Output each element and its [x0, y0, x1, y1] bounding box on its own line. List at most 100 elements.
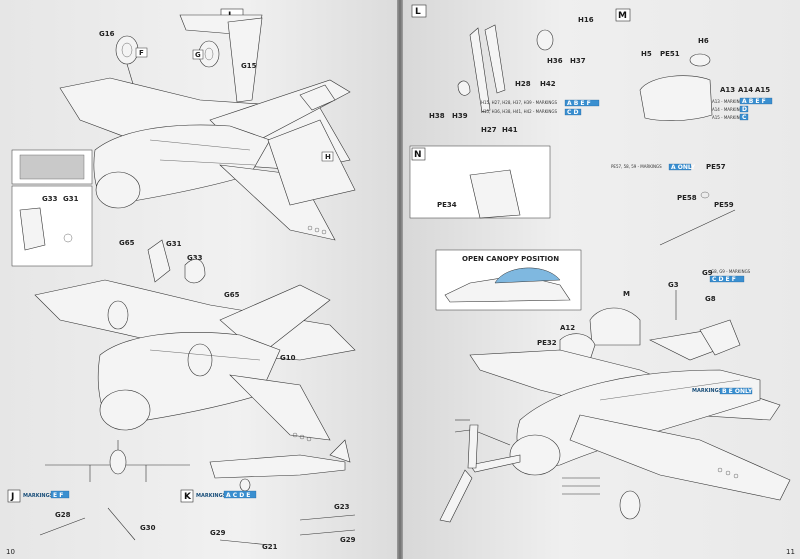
page-number-right: 11	[786, 548, 795, 556]
markings-J-badge	[50, 490, 70, 499]
markings-J-letters: E F	[53, 492, 63, 499]
part-G28: G28	[55, 511, 71, 519]
part-G3: G3	[668, 281, 679, 289]
markings-L1-letters: A B E F	[567, 100, 591, 107]
part-H38: H38	[429, 112, 445, 120]
open-canopy-glass	[494, 267, 561, 284]
markings-PE57: PE57, 58, 59 - MARKINGS	[611, 164, 662, 169]
part-PE51: PE51	[660, 50, 680, 58]
part-G29b: G29	[340, 536, 356, 544]
markings-M2-letters: D	[742, 106, 747, 113]
part-G31b: G31	[166, 240, 182, 248]
page-number-left: 10	[6, 548, 15, 556]
part-H16: H16	[578, 16, 594, 24]
part-G10: G10	[280, 354, 296, 362]
part-G16: G16	[99, 30, 115, 38]
part-PE34: PE34	[437, 201, 457, 209]
markings-K-letters: A C D E	[226, 492, 250, 499]
section-N-label: N	[414, 150, 422, 160]
markings-BE: MARKINGS	[692, 388, 723, 394]
part-G8: G8	[705, 295, 716, 303]
part-G23: G23	[334, 503, 350, 511]
markings-M3-badge	[739, 113, 749, 121]
markings-G8-badge	[709, 275, 745, 283]
section-L-label: L	[415, 7, 421, 17]
markings-M1: A13 - MARKINGS	[712, 99, 746, 104]
aircraft-middle-view	[34, 279, 356, 442]
section-J-tag	[7, 489, 21, 503]
markings-M3: A15 - MARKINGS	[712, 115, 746, 120]
section-M-label: M	[618, 11, 627, 21]
markings-PE57-badge	[668, 163, 692, 171]
part-H27: H27	[481, 126, 497, 134]
cockpit-detail	[469, 169, 521, 219]
markings-M1-letters: A B E F	[742, 98, 766, 105]
propeller-assembly	[457, 24, 554, 113]
section-G-label: G	[195, 51, 201, 59]
part-PE58: PE58	[677, 194, 697, 202]
part-H41: H41	[502, 126, 518, 134]
part-G21: G21	[262, 543, 278, 551]
markings-G8: G8, G9 - MARKINGS	[711, 269, 751, 274]
part-H28: H28	[515, 80, 531, 88]
markings-M3-letters: C	[742, 114, 747, 121]
section-L-tag	[411, 4, 427, 18]
markings-M2-badge	[739, 105, 749, 113]
aircraft-right-view	[469, 319, 791, 520]
markings-BE-badge	[719, 387, 753, 395]
part-G29: G29	[210, 529, 226, 537]
part-PE57: PE57	[706, 163, 726, 171]
part-A14: A14	[738, 86, 753, 94]
aircraft-side-view	[209, 439, 351, 492]
markings-G8-letters: C D E F	[712, 276, 736, 283]
markings-PE57-letters: A ONLY	[671, 164, 696, 171]
part-H39: H39	[452, 112, 468, 120]
label-M: M	[623, 290, 630, 298]
part-H37: H37	[570, 57, 586, 65]
canopy-part-M	[589, 307, 641, 346]
markings-K-badge	[223, 490, 257, 499]
section-G-tag	[192, 49, 204, 60]
part-H6: H6	[698, 37, 709, 45]
part-G31a: G31	[63, 195, 79, 203]
main-wheel-part	[115, 35, 139, 65]
open-canopy-title: OPEN CANOPY POSITION	[462, 255, 559, 263]
section-K-tag	[180, 489, 194, 503]
section-J-label: J	[10, 492, 14, 502]
part-A12: A12	[560, 324, 575, 332]
page-gutter	[397, 0, 403, 559]
part-A13: A13	[720, 86, 735, 94]
markings-BE-letters: B E ONLY	[722, 388, 753, 395]
part-G30: G30	[140, 524, 156, 532]
markings-K: MARKINGS	[196, 493, 227, 499]
canopy-cover-G31	[147, 239, 171, 283]
markings-L1-badge	[564, 99, 600, 107]
windscreen-part	[639, 75, 713, 121]
part-H5: H5	[641, 50, 652, 58]
section-K-label: K	[184, 492, 192, 502]
part-H42: H42	[540, 80, 556, 88]
section-H-tag	[321, 151, 334, 162]
part-G65: G65	[119, 239, 135, 247]
part-G33a: G33	[42, 195, 58, 203]
markings-L1: H15, H27, H28, H37, H39 - MARKINGS	[481, 100, 558, 105]
part-PE32: PE32	[537, 339, 557, 347]
markings-M2: A14 - MARKINGS	[712, 107, 746, 112]
part-G9: G9	[702, 269, 713, 277]
propeller-lower	[439, 424, 521, 523]
markings-J: MARKINGS	[23, 493, 54, 499]
markings-L2: H15, H36, H38, H41, H42 - MARKINGS	[481, 109, 558, 114]
part-PE59: PE59	[714, 201, 734, 209]
aircraft-front-view	[45, 440, 190, 482]
part-H36: H36	[547, 57, 563, 65]
markings-L2-letters: C D	[567, 109, 578, 116]
markings-M1-badge	[739, 97, 773, 105]
flap-part-vertical	[227, 17, 263, 103]
section-F-label: F	[139, 49, 144, 57]
section-N-tag	[411, 147, 426, 161]
section-F-tag	[135, 47, 148, 58]
markings-L2-badge	[564, 108, 582, 116]
part-G65b: G65	[224, 291, 240, 299]
